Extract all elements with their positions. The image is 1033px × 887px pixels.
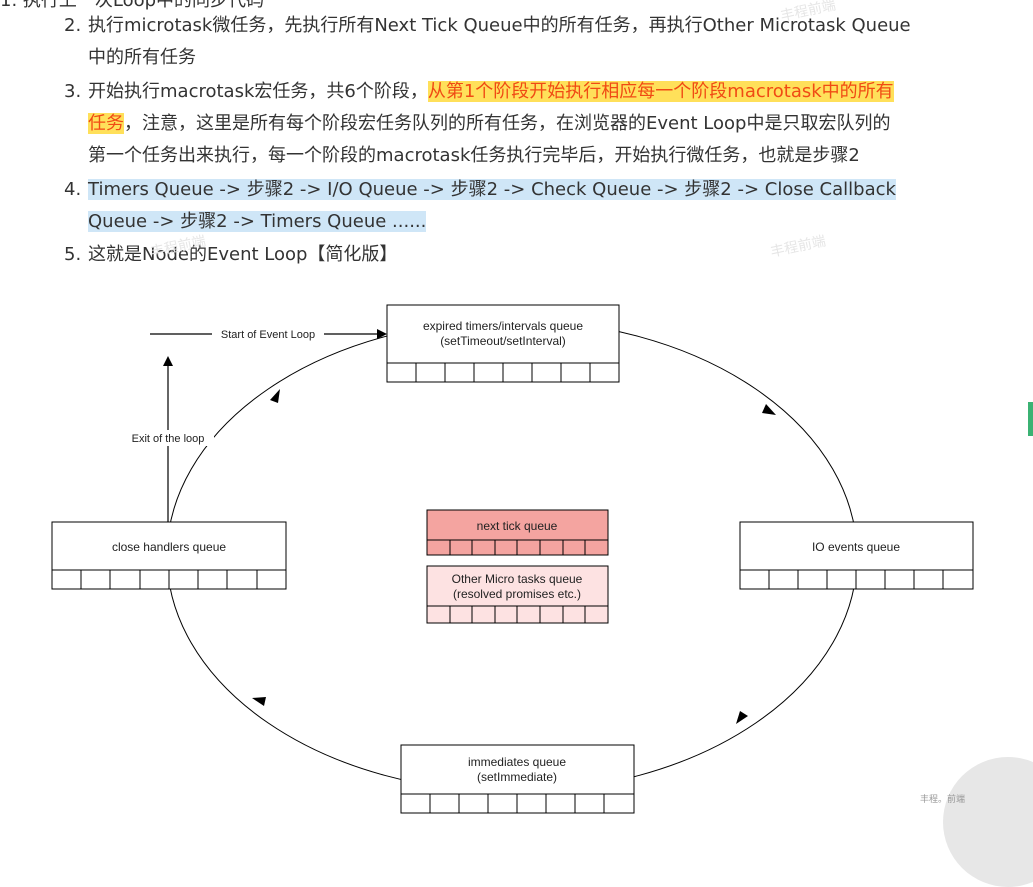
nexttick-label: next tick queue (477, 519, 558, 533)
close-label: close handlers queue (112, 540, 226, 554)
immediates-sublabel: (setImmediate) (477, 770, 557, 784)
item-text: 开始执行macrotask宏任务，共6个阶段， (88, 81, 428, 102)
item-text: 执行microtask微任务，先执行所有Next Tick Queue中的所有任… (88, 15, 911, 36)
queue-cells (449, 606, 586, 623)
arrow-icon (762, 404, 776, 415)
queue-cells (449, 540, 586, 555)
item-text: 这就是Node的Event Loop【简化版】 (88, 244, 398, 265)
queue-cells (768, 570, 944, 589)
highlight-text: Queue -> 步骤2 -> Timers Queue ...... (88, 211, 427, 232)
exit-label: Exit of the loop (132, 433, 205, 445)
io-events-box: IO events queue (739, 521, 974, 590)
queue-cells (415, 363, 591, 382)
micro-sublabel: (resolved promises etc.) (453, 587, 581, 601)
next-tick-box: next tick queue (426, 509, 609, 556)
close-handlers-box: close handlers queue (51, 521, 287, 590)
corner-watermark: 丰程。前端 (919, 795, 965, 805)
io-label: IO events queue (812, 540, 900, 554)
start-label: Start of Event Loop (221, 329, 315, 341)
timers-label: expired timers/intervals queue (423, 319, 583, 333)
item-text: 中的所有任务 (88, 47, 196, 68)
item-number: 3. (64, 81, 82, 102)
item-number: 2. (64, 15, 82, 36)
arrow-icon (270, 389, 280, 403)
timers-queue-box: expired timers/intervals queue (setTimeo… (386, 304, 620, 383)
highlight-text: Timers Queue -> 步骤2 -> I/O Queue -> 步骤2 … (88, 179, 896, 200)
cut-off-item: 1. 执行上一次Loop中的同步代码 (0, 0, 265, 11)
immediates-label: immediates queue (468, 755, 566, 769)
item-text: 第一个任务出来执行，每一个阶段的macrotask任务执行完毕后，开始执行微任务… (88, 145, 860, 166)
scroll-indicator[interactable] (1028, 402, 1033, 436)
queue-cells (80, 570, 258, 589)
highlight-text: 从第1个阶段开始执行相应每一个阶段macrotask中的所有 (427, 81, 894, 102)
arrow-icon (252, 697, 266, 706)
micro-label: Other Micro tasks queue (452, 572, 583, 586)
immediates-box: immediates queue (setImmediate) (400, 744, 635, 814)
arrow-icon (736, 711, 748, 724)
item-number: 4. (64, 179, 82, 200)
item-text: ，注意，这里是所有每个阶段宏任务队列的所有任务，在浏览器的Event Loop中… (124, 113, 891, 134)
micro-tasks-box: Other Micro tasks queue (resolved promis… (426, 565, 609, 624)
queue-cells (429, 794, 605, 813)
event-loop-diagram: Start of Event Loop Exit of the loop exp… (51, 304, 974, 814)
highlight-text: 任务 (88, 113, 124, 134)
item-number: 5. (64, 244, 82, 265)
timers-sublabel: (setTimeout/setInterval) (440, 334, 566, 348)
